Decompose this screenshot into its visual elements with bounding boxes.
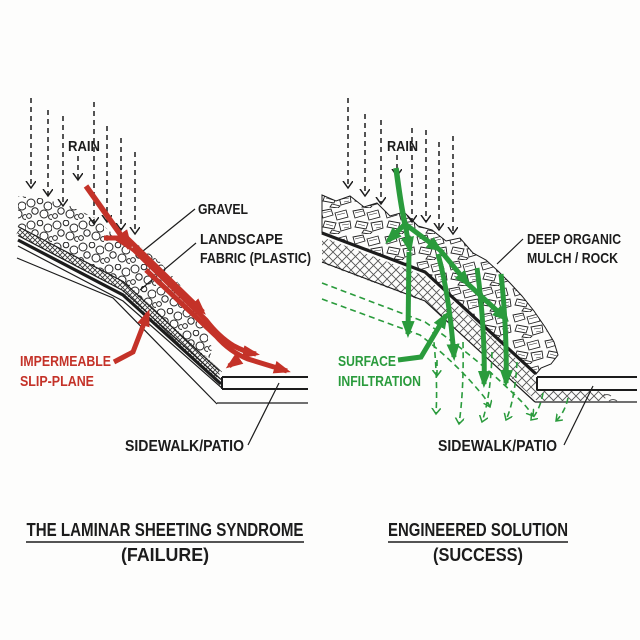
branch-slope-arrow-3: [466, 282, 509, 322]
leader-lines-right: [496, 238, 594, 446]
right-title: ENGINEERED SOLUTION: [388, 520, 568, 540]
slip-plane-label: IMPERMEABLE SLIP-PLANE: [20, 353, 111, 390]
gravel-label: GRAVEL: [198, 201, 248, 218]
rain-label-right: RAIN: [387, 138, 418, 155]
soil-under-slab: [537, 391, 610, 401]
percolate-arrow-3: [474, 267, 491, 388]
rain-label-left: RAIN: [68, 138, 100, 155]
subsoil-line: [17, 245, 224, 390]
left-title: THE LAMINAR SHEETING SYNDROME: [27, 520, 304, 540]
soil-fade-squiggle: [602, 394, 618, 402]
branch-slope-arrow-1: [403, 221, 444, 253]
branch-slope-arrow-2: [438, 248, 471, 288]
infiltration-spread-dashed: [321, 282, 569, 424]
rain-arrows-left: [31, 98, 135, 234]
sidewalk-slab-left: [217, 376, 308, 404]
fabric-label-line2: FABRIC (PLASTIC): [200, 250, 311, 267]
infiltration-label: SURFACE INFILTRATION: [338, 353, 421, 390]
slip-plane-label-line1: IMPERMEABLE: [20, 353, 111, 370]
sheet-flow-arrow-1: [104, 235, 206, 315]
sheet-flow-arrow-2: [130, 246, 260, 359]
infiltration-pointer-arrow: [397, 311, 449, 363]
sheet-flow-arrow-3: [144, 268, 291, 374]
toe-splash-arrow: [225, 353, 244, 369]
sidewalk-slab-right: [535, 376, 637, 403]
sidewalk-label-left: SIDEWALK/PATIO: [125, 438, 244, 455]
infiltration-label-line2: INFILTRATION: [338, 373, 421, 390]
fabric-bottom-edge: [17, 234, 222, 380]
slip-plane-line: [17, 238, 223, 386]
landscape-fabric-band: [15, 227, 223, 379]
leader-lines-left: [139, 208, 280, 446]
soil-bottom-line: [321, 261, 536, 403]
slip-plane-pointer-arrow: [112, 309, 151, 365]
runoff-arrows: [83, 184, 291, 374]
mulch-label-line2: MULCH / ROCK: [527, 250, 618, 267]
lower-soil-boundary: [16, 257, 218, 405]
right-panel-success: RAIN DEEP ORGANIC MULCH / ROCK SIDEWALK/…: [321, 98, 637, 565]
branch-left-arrow: [385, 222, 407, 244]
rain-arrows-right: [348, 98, 453, 234]
fabric-label-line1: LANDSCAPE: [200, 231, 283, 248]
percolate-arrow-4: [498, 273, 513, 387]
fabric-top-edge: [17, 225, 220, 371]
slip-plane-label-line2: SLIP-PLANE: [20, 373, 94, 390]
mulch-label-line1: DEEP ORGANIC: [527, 231, 621, 248]
left-subtitle: (FAILURE): [121, 545, 209, 565]
right-subtitle: (SUCCESS): [433, 545, 523, 565]
branch-down-arrow: [401, 223, 414, 254]
rain-entry-arrow: [393, 167, 408, 225]
left-panel-failure: RAIN GRAVEL LANDSCAPE FABRIC (PLASTIC) S…: [15, 98, 311, 565]
percolate-arrow-1: [401, 251, 415, 338]
soil-layer: [322, 237, 537, 401]
infiltration-label-line1: SURFACE: [338, 353, 396, 370]
percolate-arrow-2: [435, 253, 460, 361]
infiltration-arrows: [385, 167, 513, 388]
sidewalk-label-right: SIDEWALK/PATIO: [438, 438, 557, 455]
soil-top-line: [321, 231, 538, 376]
